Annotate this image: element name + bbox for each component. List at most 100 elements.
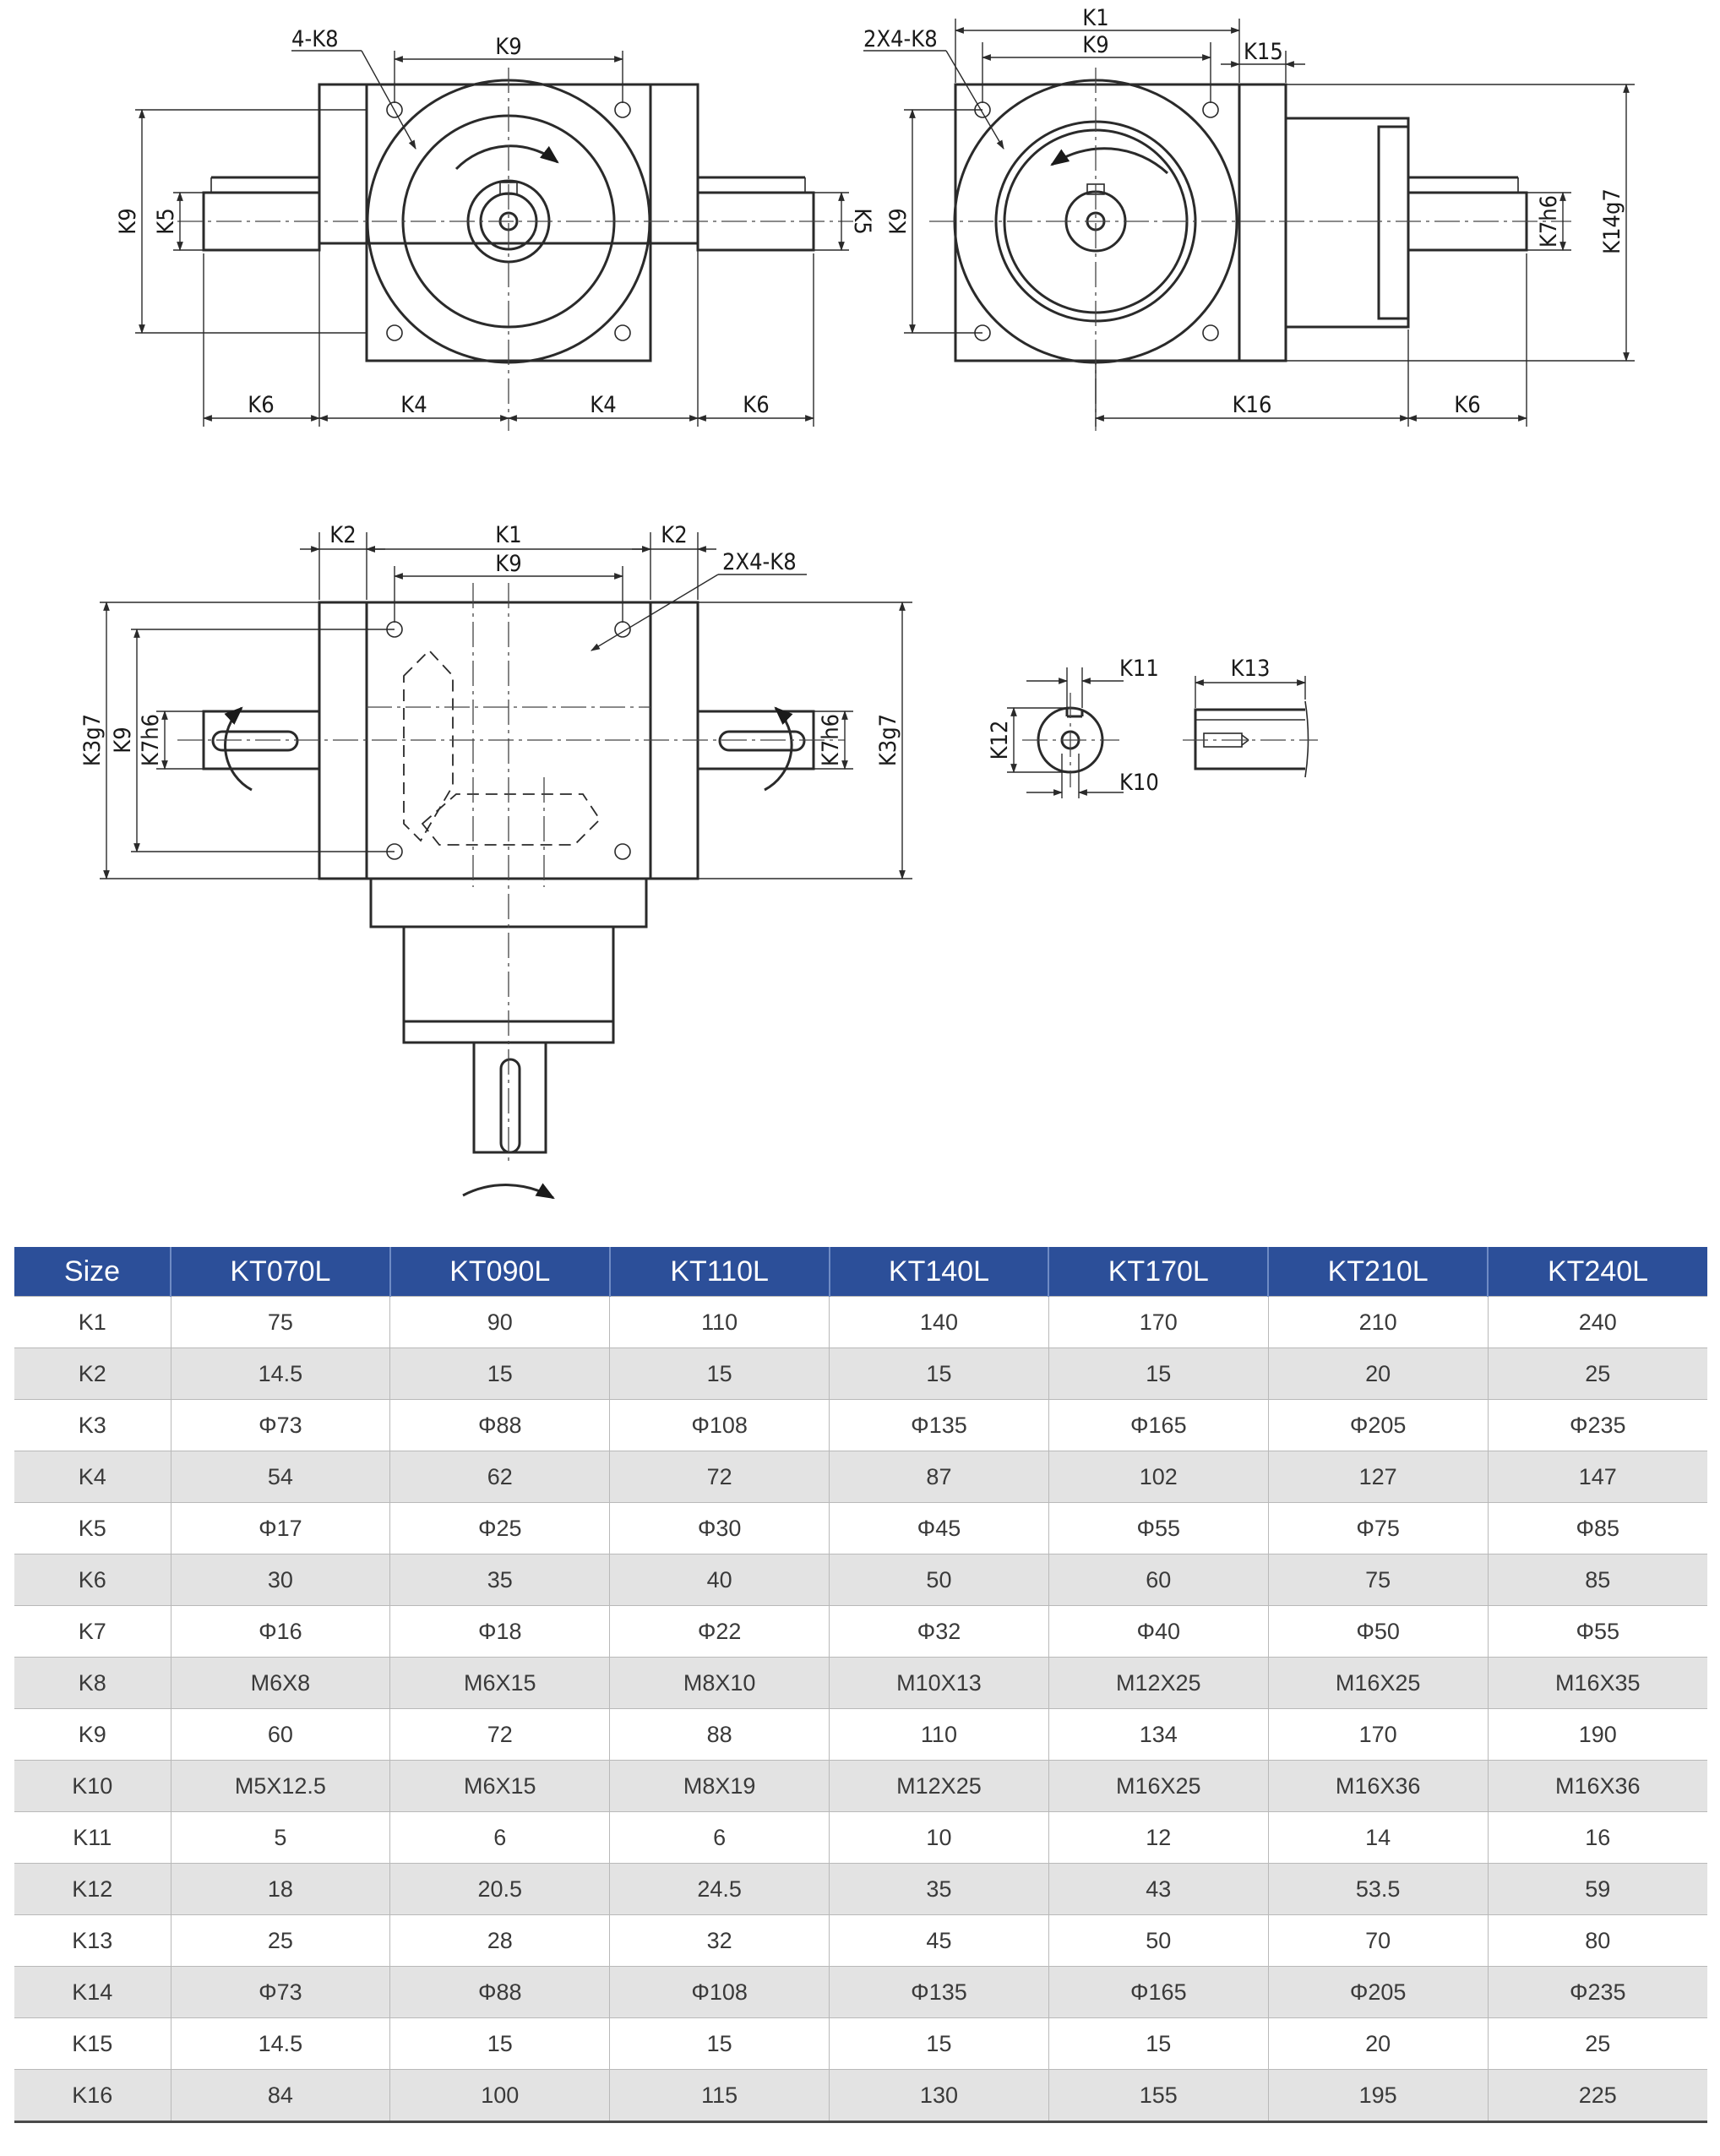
header-kt170l: KT170L <box>1048 1247 1269 1297</box>
header-kt240l: KT240L <box>1487 1247 1707 1297</box>
dim-label-k6: K6 <box>1454 392 1480 418</box>
table-cell: 72 <box>389 1708 611 1761</box>
table-cell: 15 <box>609 2017 830 2070</box>
header-kt210l: KT210L <box>1267 1247 1489 1297</box>
row-label-cell: K1 <box>14 1296 171 1348</box>
dim-label-k14g7: K14g7 <box>1599 188 1625 254</box>
table-cell: 102 <box>1048 1451 1269 1503</box>
row-label-cell: K11 <box>14 1811 171 1864</box>
table-cell: 87 <box>829 1451 1049 1503</box>
table-cell: M16X25 <box>1048 1760 1269 1812</box>
header-kt110l: KT110L <box>608 1247 830 1297</box>
table-cell: 20 <box>1267 1348 1489 1400</box>
header-size: Size <box>14 1247 171 1297</box>
table-cell: 15 <box>1048 1348 1269 1400</box>
table-cell: M16X36 <box>1487 1760 1707 1812</box>
view-top-right: K1 2X4-K8 K9 K15 K9 K7h6 K14g7 K16 K6 <box>863 5 1635 431</box>
dim-label-k4-left: K4 <box>400 392 427 418</box>
table-cell: 72 <box>609 1451 830 1503</box>
row-label-cell: K3 <box>14 1399 171 1451</box>
dim-label-k1: K1 <box>495 522 521 548</box>
table-cell: 190 <box>1487 1708 1707 1761</box>
dim-label-k5-right: K5 <box>849 208 875 234</box>
table-cell: Φ108 <box>609 1399 830 1451</box>
row-label-cell: K5 <box>14 1502 171 1554</box>
table-cell: M8X19 <box>609 1760 830 1812</box>
row-label-cell: K4 <box>14 1451 171 1503</box>
table-cell: Φ25 <box>389 1502 611 1554</box>
table-cell: 62 <box>389 1451 611 1503</box>
table-cell: 35 <box>829 1863 1049 1915</box>
table-cell: 30 <box>170 1554 391 1606</box>
callout-2x4-k8: 2X4-K8 <box>863 26 938 52</box>
table-cell: 20.5 <box>389 1863 611 1915</box>
table-cell: 20 <box>1267 2017 1489 2070</box>
dim-label-k10: K10 <box>1119 770 1159 796</box>
dim-label-k15: K15 <box>1244 39 1283 65</box>
table-cell: Φ135 <box>829 1966 1049 2018</box>
dim-label-k7h6-right: K7h6 <box>818 714 844 766</box>
table-cell: 40 <box>609 1554 830 1606</box>
row-label-cell: K13 <box>14 1914 171 1967</box>
table-cell: 43 <box>1048 1863 1269 1915</box>
table-cell: 130 <box>829 2069 1049 2123</box>
table-cell: Φ108 <box>609 1966 830 2018</box>
table-cell: 75 <box>170 1296 391 1348</box>
table-cell: 240 <box>1487 1296 1707 1348</box>
table-cell: 110 <box>609 1296 830 1348</box>
table-cell: Φ85 <box>1487 1502 1707 1554</box>
table-header-row: Size KT070L KT090L KT110L KT140L KT170L … <box>14 1247 1707 1297</box>
table-cell: M16X25 <box>1267 1657 1489 1709</box>
table-cell: 84 <box>170 2069 391 2123</box>
table-cell: Φ50 <box>1267 1605 1489 1658</box>
table-cell: 53.5 <box>1267 1863 1489 1915</box>
dim-label-k9: K9 <box>495 551 521 577</box>
dim-label-k9: K9 <box>495 34 521 60</box>
table-cell: M16X36 <box>1267 1760 1489 1812</box>
row-label-cell: K15 <box>14 2017 171 2070</box>
dim-label-k1: K1 <box>1082 5 1108 31</box>
table-cell: 60 <box>170 1708 391 1761</box>
table-cell: 15 <box>829 1348 1049 1400</box>
table-cell: M12X25 <box>1048 1657 1269 1709</box>
table-cell: Φ22 <box>609 1605 830 1658</box>
table-cell: Φ165 <box>1048 1966 1269 2018</box>
table-cell: 15 <box>609 1348 830 1400</box>
table-cell: 70 <box>1267 1914 1489 1967</box>
dim-label-k9-side: K9 <box>110 727 136 753</box>
table-cell: 75 <box>1267 1554 1489 1606</box>
table-cell: 14.5 <box>170 2017 391 2070</box>
table-cell: 24.5 <box>609 1863 830 1915</box>
table-cell: 110 <box>829 1708 1049 1761</box>
table-cell: 90 <box>389 1296 611 1348</box>
row-label-cell: K8 <box>14 1657 171 1709</box>
dim-label-k11: K11 <box>1119 656 1159 682</box>
dim-label-k7h6-left: K7h6 <box>138 714 164 766</box>
view-top-left: 4-K8 K9 K9 K5 K5 K6 K4 K4 K6 <box>115 26 875 431</box>
dim-label-k4-right: K4 <box>590 392 616 418</box>
table-cell: 127 <box>1267 1451 1489 1503</box>
table-cell: Φ32 <box>829 1605 1049 1658</box>
table-cell: 6 <box>609 1811 830 1864</box>
table-cell: 16 <box>1487 1811 1707 1864</box>
table-cell: 10 <box>829 1811 1049 1864</box>
dim-label-k2-left: K2 <box>329 522 356 548</box>
specification-table: Size KT070L KT090L KT110L KT140L KT170L … <box>14 1247 1707 2123</box>
table-cell: M6X15 <box>389 1657 611 1709</box>
table-cell: M6X15 <box>389 1760 611 1812</box>
table-cell: 28 <box>389 1914 611 1967</box>
table-cell: 15 <box>829 2017 1049 2070</box>
table-cell: Φ40 <box>1048 1605 1269 1658</box>
row-label-cell: K12 <box>14 1863 171 1915</box>
table-cell: 25 <box>170 1914 391 1967</box>
table-cell: 85 <box>1487 1554 1707 1606</box>
table-cell: Φ135 <box>829 1399 1049 1451</box>
